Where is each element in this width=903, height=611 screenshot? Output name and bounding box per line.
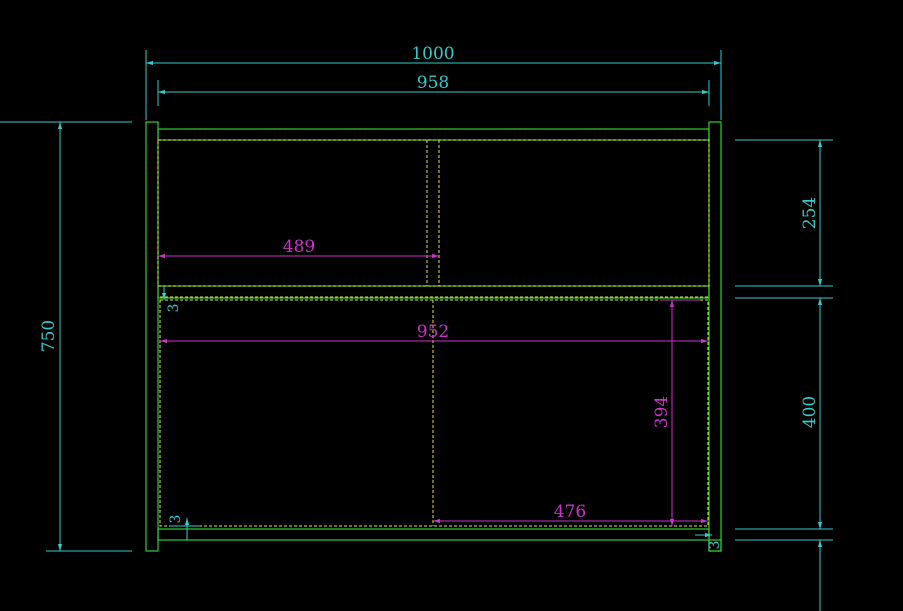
foot-block (708, 539, 722, 552)
lower-section-height-label: 400 (800, 396, 820, 428)
top-panel (157, 128, 710, 141)
lower-half-door-width-label: 476 (554, 502, 586, 522)
lower-door-height-label: 394 (652, 396, 672, 428)
inner-width-label: 958 (417, 73, 449, 93)
inner-dimensions (158, 253, 708, 526)
overall-dimensions (0, 50, 833, 611)
side-gap-label: 3 (707, 541, 723, 550)
bottom-gap-label: 3 (168, 515, 184, 524)
upper-divider-width-label: 489 (283, 237, 315, 257)
left-side-panel (145, 121, 159, 552)
right-side-panel (708, 121, 722, 552)
dimension-labels: 1000 958 750 254 400 489 952 394 476 3 3… (39, 44, 820, 549)
upper-section-height-label: 254 (800, 197, 820, 229)
gap-dimensions (161, 286, 712, 540)
lower-door-width-label: 952 (417, 322, 449, 342)
cabinet-outline (145, 121, 722, 552)
upper-section-outline (157, 139, 710, 287)
top-gap-label: 3 (166, 304, 182, 313)
lower-door-outline (159, 299, 709, 527)
middle-shelf (157, 285, 710, 299)
hidden-lines (157, 139, 710, 527)
overall-width-label: 1000 (411, 44, 454, 64)
bottom-panel (157, 528, 710, 541)
overall-height-label: 750 (39, 320, 59, 352)
